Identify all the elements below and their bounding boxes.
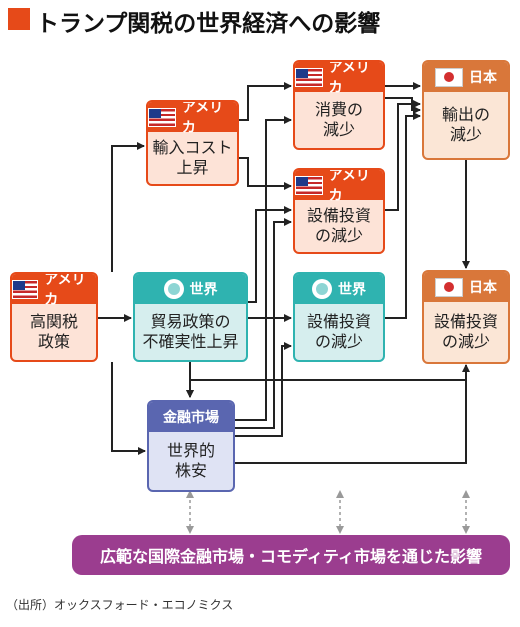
node-label-line2: の減少 [314,226,363,245]
node-label-line1: 輸入コスト [152,138,233,157]
node-header: アメリカ [44,272,86,308]
arrow-tariff-to-import-cost [111,142,145,272]
arrow-tariff-to-finance [111,362,146,455]
node-header: 世界 [189,282,218,298]
node-header: アメリカ [181,100,224,136]
us-flag-icon [295,67,323,87]
arrow-us-capex-to-jp-exports [385,100,421,211]
node-label-line2: 株安 [174,461,207,480]
page-title: トランプ関税の世界経済への影響 [36,11,381,37]
node-world-uncertainty: 世界 貿易政策の不確実性上昇 [133,272,248,362]
node-label-line2: 減少 [449,125,482,144]
node-us-import-cost: アメリカ 輸入コスト上昇 [146,100,239,186]
node-label-line2: 政策 [37,332,70,351]
us-flag-icon [148,107,176,127]
node-financial-market: 金融市場 世界的株安 [147,400,235,492]
node-header: 日本 [469,70,497,86]
arrow-finance-to-world-capex [235,342,292,437]
node-world-capex: 世界 設備投資の減少 [293,272,385,362]
node-us-capex: アメリカ 設備投資の減少 [293,168,385,254]
arrow-jp-capex-to-finance [186,379,466,398]
node-label-line1: 設備投資 [433,312,498,331]
node-label-line1: 消費の [314,100,363,119]
arrow-consumption-to-jp-exports-2 [385,97,421,114]
summary-banner: 広範な国際金融市場・コモディティ市場を通じた影響 [72,535,510,575]
node-label-line2: 不確実性上昇 [142,332,239,351]
node-jp-capex: 日本 設備投資の減少 [422,270,510,364]
japan-flag-icon [435,277,463,297]
node-header: アメリカ [328,60,370,96]
us-flag-icon [12,279,39,299]
globe-icon [312,279,332,299]
node-jp-exports: 日本 輸出の減少 [422,60,510,160]
node-label-line1: 設備投資 [306,312,371,331]
title-marker [8,8,30,30]
node-label-line1: 貿易政策の [150,312,231,331]
node-label-line1: 輸出の [441,105,490,124]
node-label-line2: 減少 [322,120,355,139]
arrow-uncertainty-to-us-capex [248,206,292,303]
node-us-tariff-policy: アメリカ 高関税政策 [10,272,98,362]
arrow-finance-to-us-capex [235,218,292,429]
node-label-line2: の減少 [314,332,363,351]
node-label-line1: 設備投資 [306,206,371,225]
arrow-import-to-us-capex [239,157,292,190]
source-note: （出所）オックスフォード・エコノミクス [6,598,234,612]
node-label-line2: 上昇 [176,158,209,177]
node-us-consumption: アメリカ 消費の減少 [293,60,385,150]
arrow-finance-to-consumption [235,116,292,421]
node-header: 金融市場 [163,410,219,426]
us-flag-icon [295,175,323,195]
node-label-line1: 世界的 [166,441,215,460]
node-header: 日本 [469,280,497,296]
arrow-world-capex-to-jp-exports [385,112,421,319]
node-label-line2: の減少 [441,332,490,351]
japan-flag-icon [435,67,463,87]
node-label-line1: 高関税 [29,312,78,331]
node-header: 世界 [338,282,366,298]
globe-icon [163,279,184,299]
node-header: アメリカ [328,168,370,204]
arrow-finance-to-jp-capex [235,364,470,464]
arrow-import-to-consumption [239,82,292,121]
